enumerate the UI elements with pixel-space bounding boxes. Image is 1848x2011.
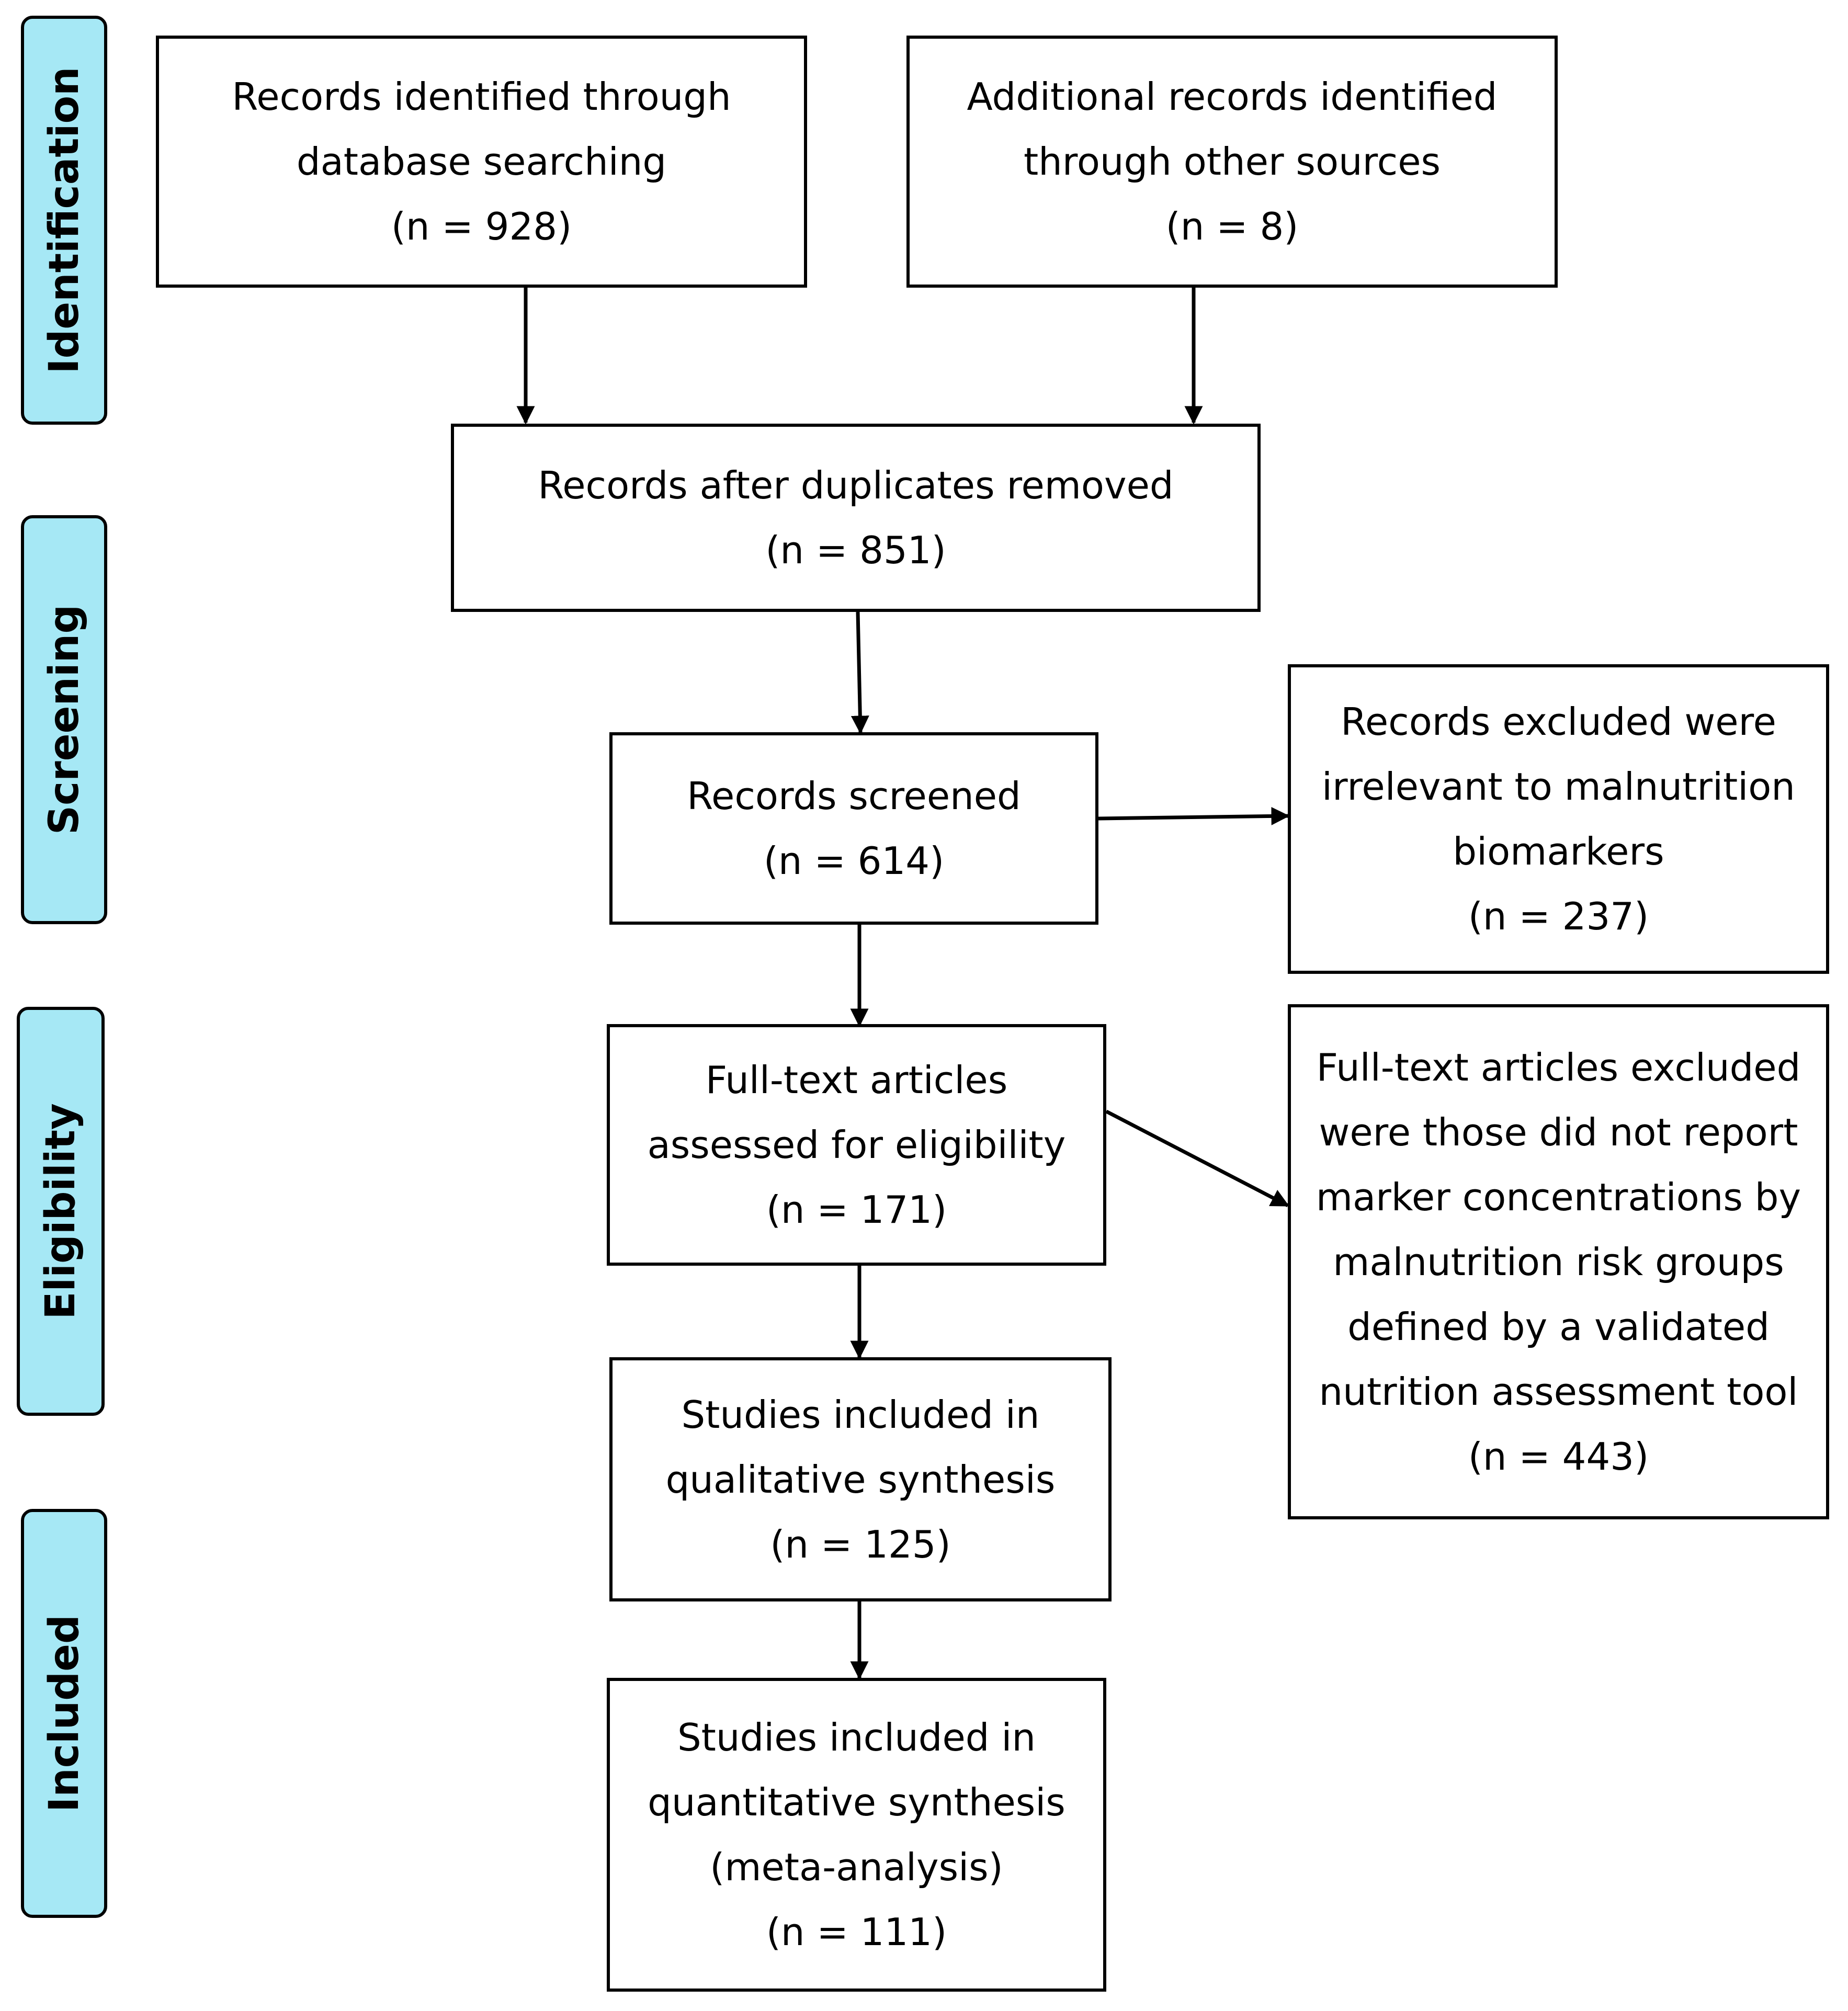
box-qualitative-synthesis: Studies included in qualitative synthesi… (609, 1357, 1112, 1601)
box-records-excluded: Records excluded were irrelevant to maln… (1288, 664, 1829, 974)
box-other-sources: Additional records identified through ot… (906, 36, 1558, 288)
excluded-fulltext-line-5: defined by a validated (1347, 1304, 1770, 1349)
stage-included: Included (21, 1509, 107, 1918)
arrow-fulltext-to-excluded (1105, 1109, 1290, 1208)
stage-identification: Identification (21, 16, 107, 425)
database-line-2: database searching (296, 140, 667, 184)
database-line-3: (n = 928) (391, 204, 572, 248)
excluded-fulltext-line-2: were those did not report (1319, 1110, 1798, 1154)
stage-screening: Screening (21, 515, 107, 924)
excluded-fulltext-line-1: Full-text articles excluded (1316, 1045, 1801, 1089)
excluded-records-line-1: Records excluded were (1341, 700, 1776, 744)
quantitative-line-3: (meta-analysis) (710, 1845, 1003, 1889)
excluded-records-line-4: (n = 237) (1468, 894, 1649, 938)
stage-eligibility: Eligibility (17, 1007, 105, 1416)
other-line-1: Additional records identified (967, 75, 1498, 119)
fulltext-line-3: (n = 171) (766, 1188, 947, 1232)
excluded-records-line-2: irrelevant to malnutrition (1322, 765, 1795, 809)
excluded-records-line-3: biomarkers (1453, 830, 1664, 873)
box-full-text-excluded: Full-text articles excluded were those d… (1288, 1004, 1829, 1519)
quantitative-line-1: Studies included in (677, 1715, 1036, 1759)
excluded-fulltext-line-7: (n = 443) (1468, 1434, 1649, 1479)
other-line-3: (n = 8) (1165, 204, 1299, 248)
database-line-1: Records identified through (232, 75, 731, 119)
duplicates-line-2: (n = 851) (765, 528, 946, 572)
box-database-records: Records identified through database sear… (156, 36, 807, 288)
qualitative-line-1: Studies included in (681, 1392, 1040, 1437)
quantitative-line-2: quantitative synthesis (648, 1780, 1065, 1824)
box-full-text-assessed: Full-text articles assessed for eligibil… (607, 1024, 1106, 1266)
qualitative-line-2: qualitative synthesis (665, 1457, 1056, 1502)
excluded-fulltext-line-6: nutrition assessment tool (1319, 1369, 1798, 1414)
box-records-screened: Records screened (n = 614) (609, 732, 1098, 925)
fulltext-line-1: Full-text articles (705, 1058, 1008, 1102)
box-quantitative-synthesis: Studies included in quantitative synthes… (607, 1678, 1106, 1992)
arrow-duplicates-to-screened (851, 611, 869, 734)
arrow-screened-to-excluded (1098, 806, 1290, 825)
fulltext-line-2: assessed for eligibility (647, 1123, 1066, 1167)
qualitative-line-3: (n = 125) (770, 1522, 951, 1566)
excluded-fulltext-line-4: malnutrition risk groups (1333, 1240, 1784, 1284)
other-line-2: through other sources (1023, 140, 1441, 184)
screened-line-2: (n = 614) (763, 839, 945, 883)
box-after-duplicates: Records after duplicates removed (n = 85… (451, 424, 1261, 612)
excluded-fulltext-line-3: marker concentrations by (1316, 1175, 1801, 1219)
duplicates-line-1: Records after duplicates removed (538, 463, 1174, 507)
screened-line-1: Records screened (687, 774, 1021, 818)
quantitative-line-4: (n = 111) (766, 1910, 947, 1954)
